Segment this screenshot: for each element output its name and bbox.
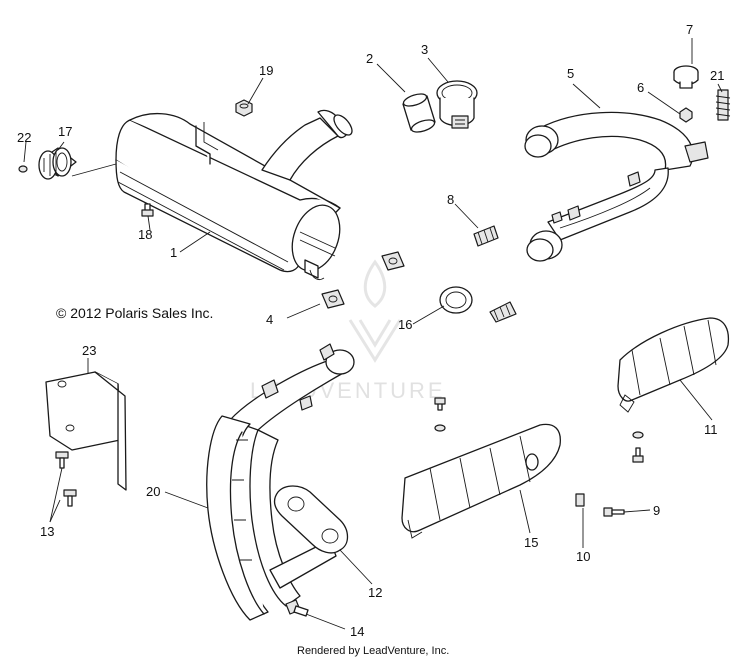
callout-18: 18 — [138, 227, 152, 242]
part-16-gasket[interactable] — [439, 286, 473, 314]
part-18-bolt[interactable] — [141, 203, 154, 217]
callout-17: 17 — [58, 124, 72, 139]
callout-23: 23 — [82, 343, 96, 358]
callout-20: 20 — [146, 484, 160, 499]
part-4-grommet[interactable] — [321, 289, 345, 309]
part-4-grommet-b[interactable] — [381, 251, 405, 271]
part-13-screw-a[interactable] — [55, 451, 69, 469]
callout-8: 8 — [447, 192, 454, 207]
part-16-spring[interactable] — [489, 301, 517, 323]
part-17-gasket[interactable] — [38, 147, 77, 180]
part-11-screw[interactable] — [632, 447, 644, 463]
callout-6: 6 — [637, 80, 644, 95]
part-23-bracket[interactable] — [45, 371, 127, 491]
callout-7: 7 — [686, 22, 693, 37]
callout-19: 19 — [259, 63, 273, 78]
part-15-screw[interactable] — [434, 397, 446, 411]
callout-5: 5 — [567, 66, 574, 81]
callout-10: 10 — [576, 549, 590, 564]
callout-21: 21 — [710, 68, 724, 83]
part-19-nut[interactable] — [235, 99, 253, 117]
part-5-head-pipe[interactable] — [524, 111, 709, 262]
callout-2: 2 — [366, 51, 373, 66]
callout-11: 11 — [704, 422, 718, 437]
part-11-washer[interactable] — [632, 431, 644, 439]
part-14-bolt[interactable] — [285, 599, 309, 617]
callout-14: 14 — [350, 624, 364, 639]
copyright-text: © 2012 Polaris Sales Inc. — [56, 305, 213, 321]
callout-13: 13 — [40, 524, 54, 539]
callout-4: 4 — [266, 312, 273, 327]
callout-16: 16 — [398, 317, 412, 332]
part-10-washer[interactable] — [575, 493, 585, 507]
callout-9: 9 — [653, 503, 660, 518]
part-20-header-pipe[interactable] — [206, 343, 355, 621]
rendered-by-text: Rendered by LeadVenture, Inc. — [297, 645, 449, 657]
part-8-spring[interactable] — [473, 225, 499, 247]
part-2-sleeve[interactable] — [402, 92, 436, 135]
part-21-spring[interactable] — [715, 89, 731, 121]
callout-12: 12 — [368, 585, 382, 600]
part-6-nut[interactable] — [679, 107, 693, 123]
leader-lines — [23, 38, 723, 630]
part-12-exhaust-gasket[interactable] — [273, 485, 349, 554]
part-3-clamp[interactable] — [436, 80, 478, 129]
callout-22: 22 — [17, 130, 31, 145]
watermark: LEADVENTURE — [250, 259, 443, 403]
part-13-screw-b[interactable] — [63, 489, 77, 507]
part-11-heat-shield[interactable] — [617, 317, 730, 413]
watermark-logo — [348, 259, 402, 363]
callout-labels: 1 2 3 4 5 6 7 8 9 10 11 12 13 14 15 16 1… — [17, 22, 724, 639]
part-1-muffler[interactable] — [115, 109, 355, 281]
callout-3: 3 — [421, 42, 428, 57]
callout-15: 15 — [524, 535, 538, 550]
part-15-washer[interactable] — [434, 424, 446, 432]
part-9-screw[interactable] — [603, 507, 625, 517]
part-7-cap[interactable] — [673, 65, 699, 89]
callout-1: 1 — [170, 245, 177, 260]
part-22-washer[interactable] — [18, 165, 28, 173]
part-15-heat-shield[interactable] — [401, 423, 561, 539]
